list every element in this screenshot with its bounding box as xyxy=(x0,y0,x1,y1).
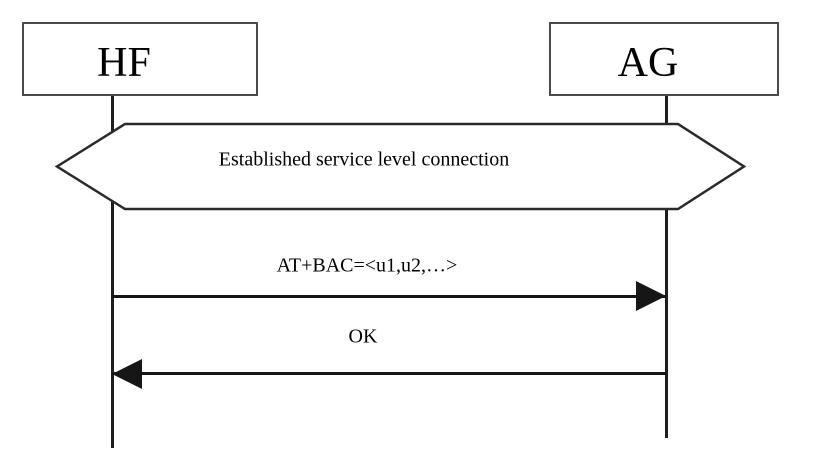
participant-box-hf: HF xyxy=(22,22,258,96)
message-label-ok: OK xyxy=(348,325,378,348)
message-arrow-at-bac xyxy=(112,295,666,298)
arrowhead-right-icon xyxy=(636,281,666,311)
arrowhead-left-icon xyxy=(112,359,142,389)
message-arrow-ok xyxy=(112,372,666,375)
lifeline-ag xyxy=(665,94,668,438)
connection-banner-label: Established service level connection xyxy=(218,148,510,171)
participant-label-ag: AG xyxy=(617,40,679,86)
participant-box-ag: AG xyxy=(549,22,779,96)
message-label-at-bac: AT+BAC=<u1,u2,…> xyxy=(276,254,458,277)
lifeline-hf xyxy=(111,94,114,448)
participant-label-hf: HF xyxy=(97,40,151,86)
